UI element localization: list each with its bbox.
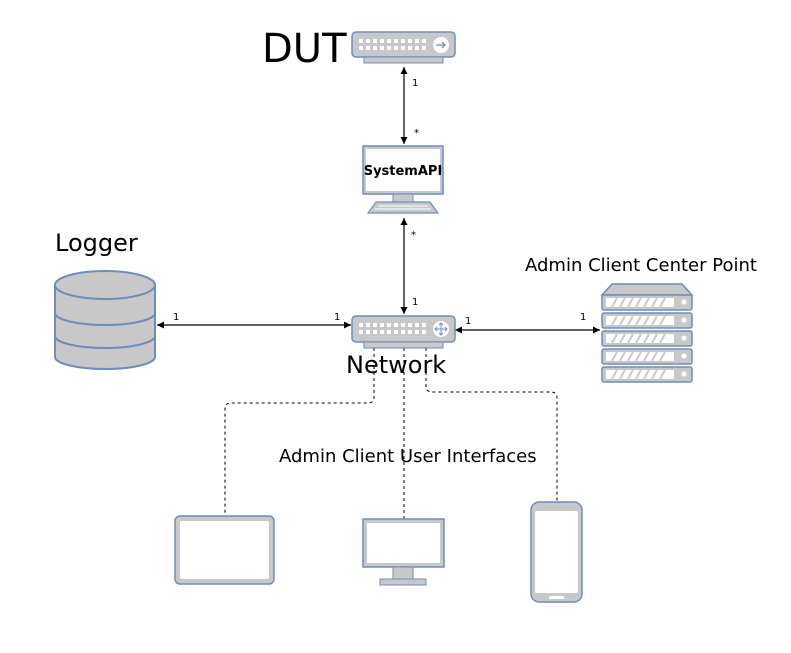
mult-net-left: 1 (334, 312, 340, 323)
multiplicity-labels: 1 * * 1 1 1 1 1 (173, 78, 586, 327)
smartphone-icon (530, 501, 583, 603)
dut-label: DUT (262, 26, 347, 72)
connectors (157, 67, 600, 334)
systemapi-node: SystemAPI (362, 145, 444, 214)
network-label: Network (346, 351, 446, 379)
logger-node: Logger (54, 229, 156, 370)
dashed-connectors (224, 348, 558, 519)
network-switch-icon (351, 315, 456, 349)
admin-center-label: Admin Client Center Point (525, 255, 757, 276)
desktop-monitor-icon (362, 518, 445, 586)
edge-network-tablet (224, 348, 375, 516)
dut-appliance-icon (351, 31, 456, 64)
admin-center-node: Admin Client Center Point (525, 255, 757, 383)
mult-net-top: 1 (412, 297, 418, 308)
dut-node: DUT (262, 26, 456, 72)
mult-dut-top: 1 (412, 78, 418, 89)
mult-net-right: 1 (465, 316, 471, 327)
mult-logger-side: 1 (173, 312, 179, 323)
server-rack-icon (600, 283, 694, 383)
admin-ui-label: Admin Client User Interfaces (279, 446, 537, 467)
mult-center-side: 1 (580, 312, 586, 323)
database-icon (54, 270, 156, 370)
systemapi-label: SystemAPI (364, 164, 443, 179)
network-node: Network (346, 315, 456, 379)
logger-label: Logger (55, 229, 138, 257)
mult-api-top: * (414, 128, 419, 139)
keyboard-icon (366, 201, 440, 214)
tablet-icon (174, 515, 275, 585)
mult-api-bottom: * (411, 230, 416, 241)
